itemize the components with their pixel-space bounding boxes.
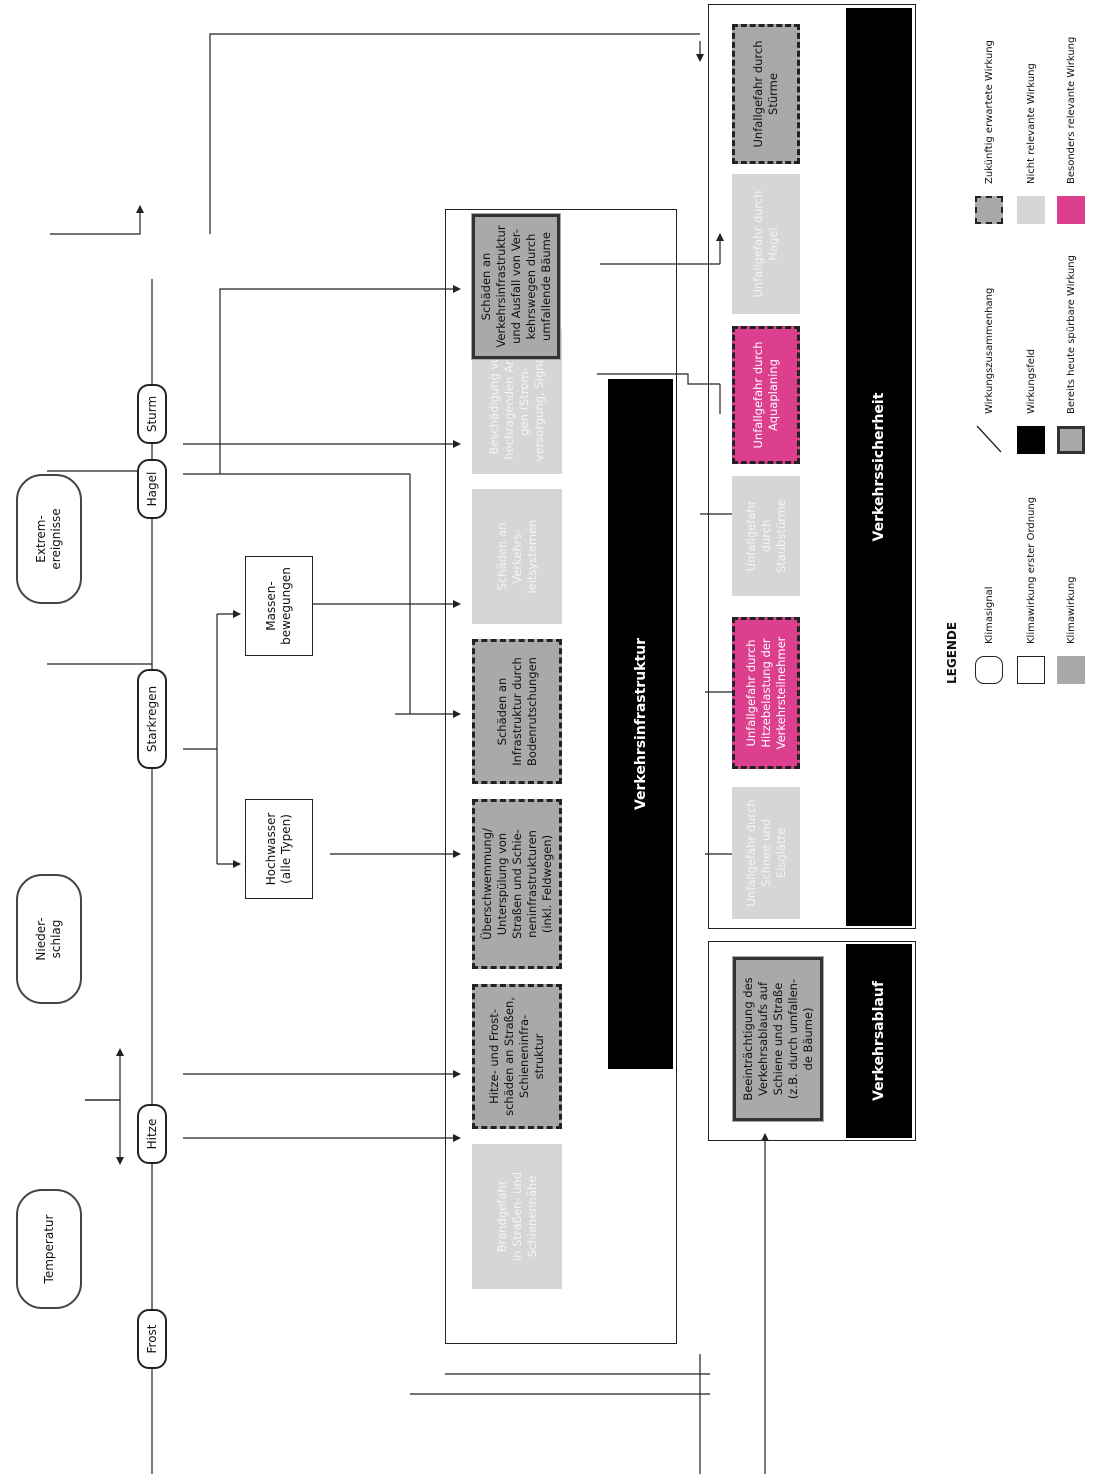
impact-ueberschwemmung: Überschwemmung/ Unterspülung von Straßen…	[472, 799, 562, 969]
legend-klimasignal-swatch	[975, 656, 1003, 684]
top-route-line	[209, 33, 700, 234]
verkehrsleitsysteme-label: Schäden an Verkehrs- leitsystemen	[494, 519, 539, 594]
legend-klimasignal-label: Klimasignal	[983, 586, 995, 644]
extrem-to-sturm-line	[50, 205, 144, 235]
temp-to-frost-line	[85, 1099, 124, 1165]
legend-arrow-icon	[976, 425, 1002, 453]
ueberschwemmung-label: Überschwemmung/ Unterspülung von Straßen…	[479, 828, 554, 940]
temperatur-label: Temperatur	[41, 1214, 56, 1284]
impact-aquaplaning: Unfallgefahr durch Aquaplaning	[732, 326, 800, 464]
hagel-unfall-label: Unfallgefahr durch Hagel	[751, 190, 780, 298]
legend-besonders-relevant-label: Besonders relevante Wirkung	[1065, 36, 1077, 184]
aquaplaning-route	[597, 373, 720, 385]
starkregen-label: Starkregen	[145, 685, 159, 753]
stuerme-label: Unfallgefahr durch Stürme	[751, 40, 780, 148]
impact-verkehrsleitsysteme: Schäden an Verkehrs- leitsystemen	[472, 489, 562, 624]
legend-present-swatch	[1057, 426, 1085, 454]
verkehrsinfrastruktur-label: Verkehrsinfrastruktur	[632, 637, 649, 811]
signal-sturm: Sturm	[137, 384, 167, 444]
hitze-label: Hitze	[145, 1118, 159, 1150]
impact-schnee-eis: Unfallgefahr durch Schnee und Eisglätte	[732, 787, 800, 919]
field-verkehrsablauf: Verkehrsablauf	[846, 944, 912, 1138]
sturm-label: Sturm	[145, 395, 159, 433]
temp-to-hitze-line	[85, 1048, 124, 1101]
field-verkehrssicherheit: Verkehrssicherheit	[846, 8, 912, 926]
hochwasser-label: Hochwasser (alle Typen)	[264, 812, 293, 886]
verkehrssicherheit-label: Verkehrssicherheit	[871, 392, 887, 542]
niederschlag-label: Nieder- schlag	[34, 917, 63, 961]
hagel-label: Hagel	[145, 471, 159, 507]
legend-future-swatch	[975, 196, 1003, 224]
legend-title: LEGENDE	[945, 621, 959, 684]
signal-hitze: Hitze	[137, 1104, 167, 1164]
legend-present-label: Bereits heute spürbare Wirkung	[1065, 255, 1077, 414]
hitzebelastung-label: Unfallgefahr durch Hitzebelastung der Ve…	[743, 636, 788, 750]
extremereignisse-label: Extrem- ereignisse	[34, 508, 63, 570]
umfallende-baeume-label: Schäden an Verkehrsinfrastruktur und Aus…	[478, 225, 553, 348]
brandgefahr-label: Brandgefahr in Straßen- und Schienennähe	[494, 1172, 539, 1262]
impact-hitze-frost: Hitze- und Frost- schäden an Straßen, Sc…	[472, 984, 562, 1129]
schnee-eis-label: Unfallgefahr durch Schnee und Eisglätte	[743, 799, 788, 907]
impact-hitzebelastung: Unfallgefahr durch Hitzebelastung der Ve…	[732, 617, 800, 769]
climate-signal-extremereignisse: Extrem- ereignisse	[16, 474, 82, 604]
impact-massenbewegungen: Massen- bewegungen	[245, 556, 313, 656]
impact-bodenrutschungen: Schäden an Infrastruktur durch Bodenruts…	[472, 639, 562, 784]
field-verkehrsinfrastruktur: Verkehrsinfrastruktur	[608, 379, 673, 1069]
verkehrsablauf-impact-label: Beeinträchtigung des Verkehrsablaufs auf…	[740, 977, 815, 1101]
signal-starkregen: Starkregen	[137, 669, 167, 769]
legend-nicht-relevant-label: Nicht relevante Wirkung	[1025, 63, 1037, 184]
impact-staubstuerme: Unfallgefahr durch Staubstürme	[732, 476, 800, 596]
impact-stuerme: Unfallgefahr durch Stürme	[732, 24, 800, 164]
impact-hagel-unfall: Unfallgefahr durch Hagel	[732, 174, 800, 314]
aquaplaning-label: Unfallgefahr durch Aquaplaning	[751, 341, 780, 449]
impact-umfallende-baeume: Schäden an Verkehrsinfrastruktur und Aus…	[471, 212, 561, 361]
impact-verkehrsablauf: Beeinträchtigung des Verkehrsablaufs auf…	[732, 955, 824, 1123]
impact-brandgefahr: Brandgefahr in Straßen- und Schienennähe	[472, 1144, 562, 1289]
beschaedigung-label: Beschädigung von hochragenden Anla- gen …	[487, 341, 546, 462]
legend-wirkungsfeld-label: Wirkungsfeld	[1025, 348, 1037, 414]
verkehrsablauf-label: Verkehrsablauf	[871, 981, 887, 1101]
legend-besonders-relevant-swatch	[1057, 196, 1085, 224]
legend-wirkungsfeld-swatch	[1017, 426, 1045, 454]
legend-klimawirkung-swatch	[1057, 656, 1085, 684]
legend-wirkung-label: Wirkungszusammenhang	[983, 287, 995, 414]
legend-nicht-relevant-swatch	[1017, 196, 1045, 224]
legend-first-order-swatch	[1017, 656, 1045, 684]
bodenrutschungen-label: Schäden an Infrastruktur durch Bodenruts…	[494, 657, 539, 766]
climate-signal-temperatur: Temperatur	[16, 1189, 82, 1309]
legend: LEGENDE Klimasignal Klimawirkung erster …	[945, 4, 1095, 684]
impact-hochwasser: Hochwasser (alle Typen)	[245, 799, 313, 899]
frost-label: Frost	[145, 1324, 159, 1354]
massenbewegungen-label: Massen- bewegungen	[264, 567, 293, 645]
staubstuerme-label: Unfallgefahr durch Staubstürme	[743, 498, 788, 574]
hitze-frost-label: Hitze- und Frost- schäden an Straßen, Sc…	[487, 997, 546, 1116]
legend-first-order-label: Klimawirkung erster Ordnung	[1025, 496, 1037, 644]
signal-frost: Frost	[137, 1309, 167, 1369]
legend-future-label: Zukünftig erwartete Wirkung	[983, 40, 995, 184]
sturm-bus-line	[219, 288, 280, 474]
legend-klimawirkung-label: Klimawirkung	[1065, 576, 1077, 644]
signal-hagel: Hagel	[137, 459, 167, 519]
climate-signal-niederschlag: Nieder- schlag	[16, 874, 82, 1004]
